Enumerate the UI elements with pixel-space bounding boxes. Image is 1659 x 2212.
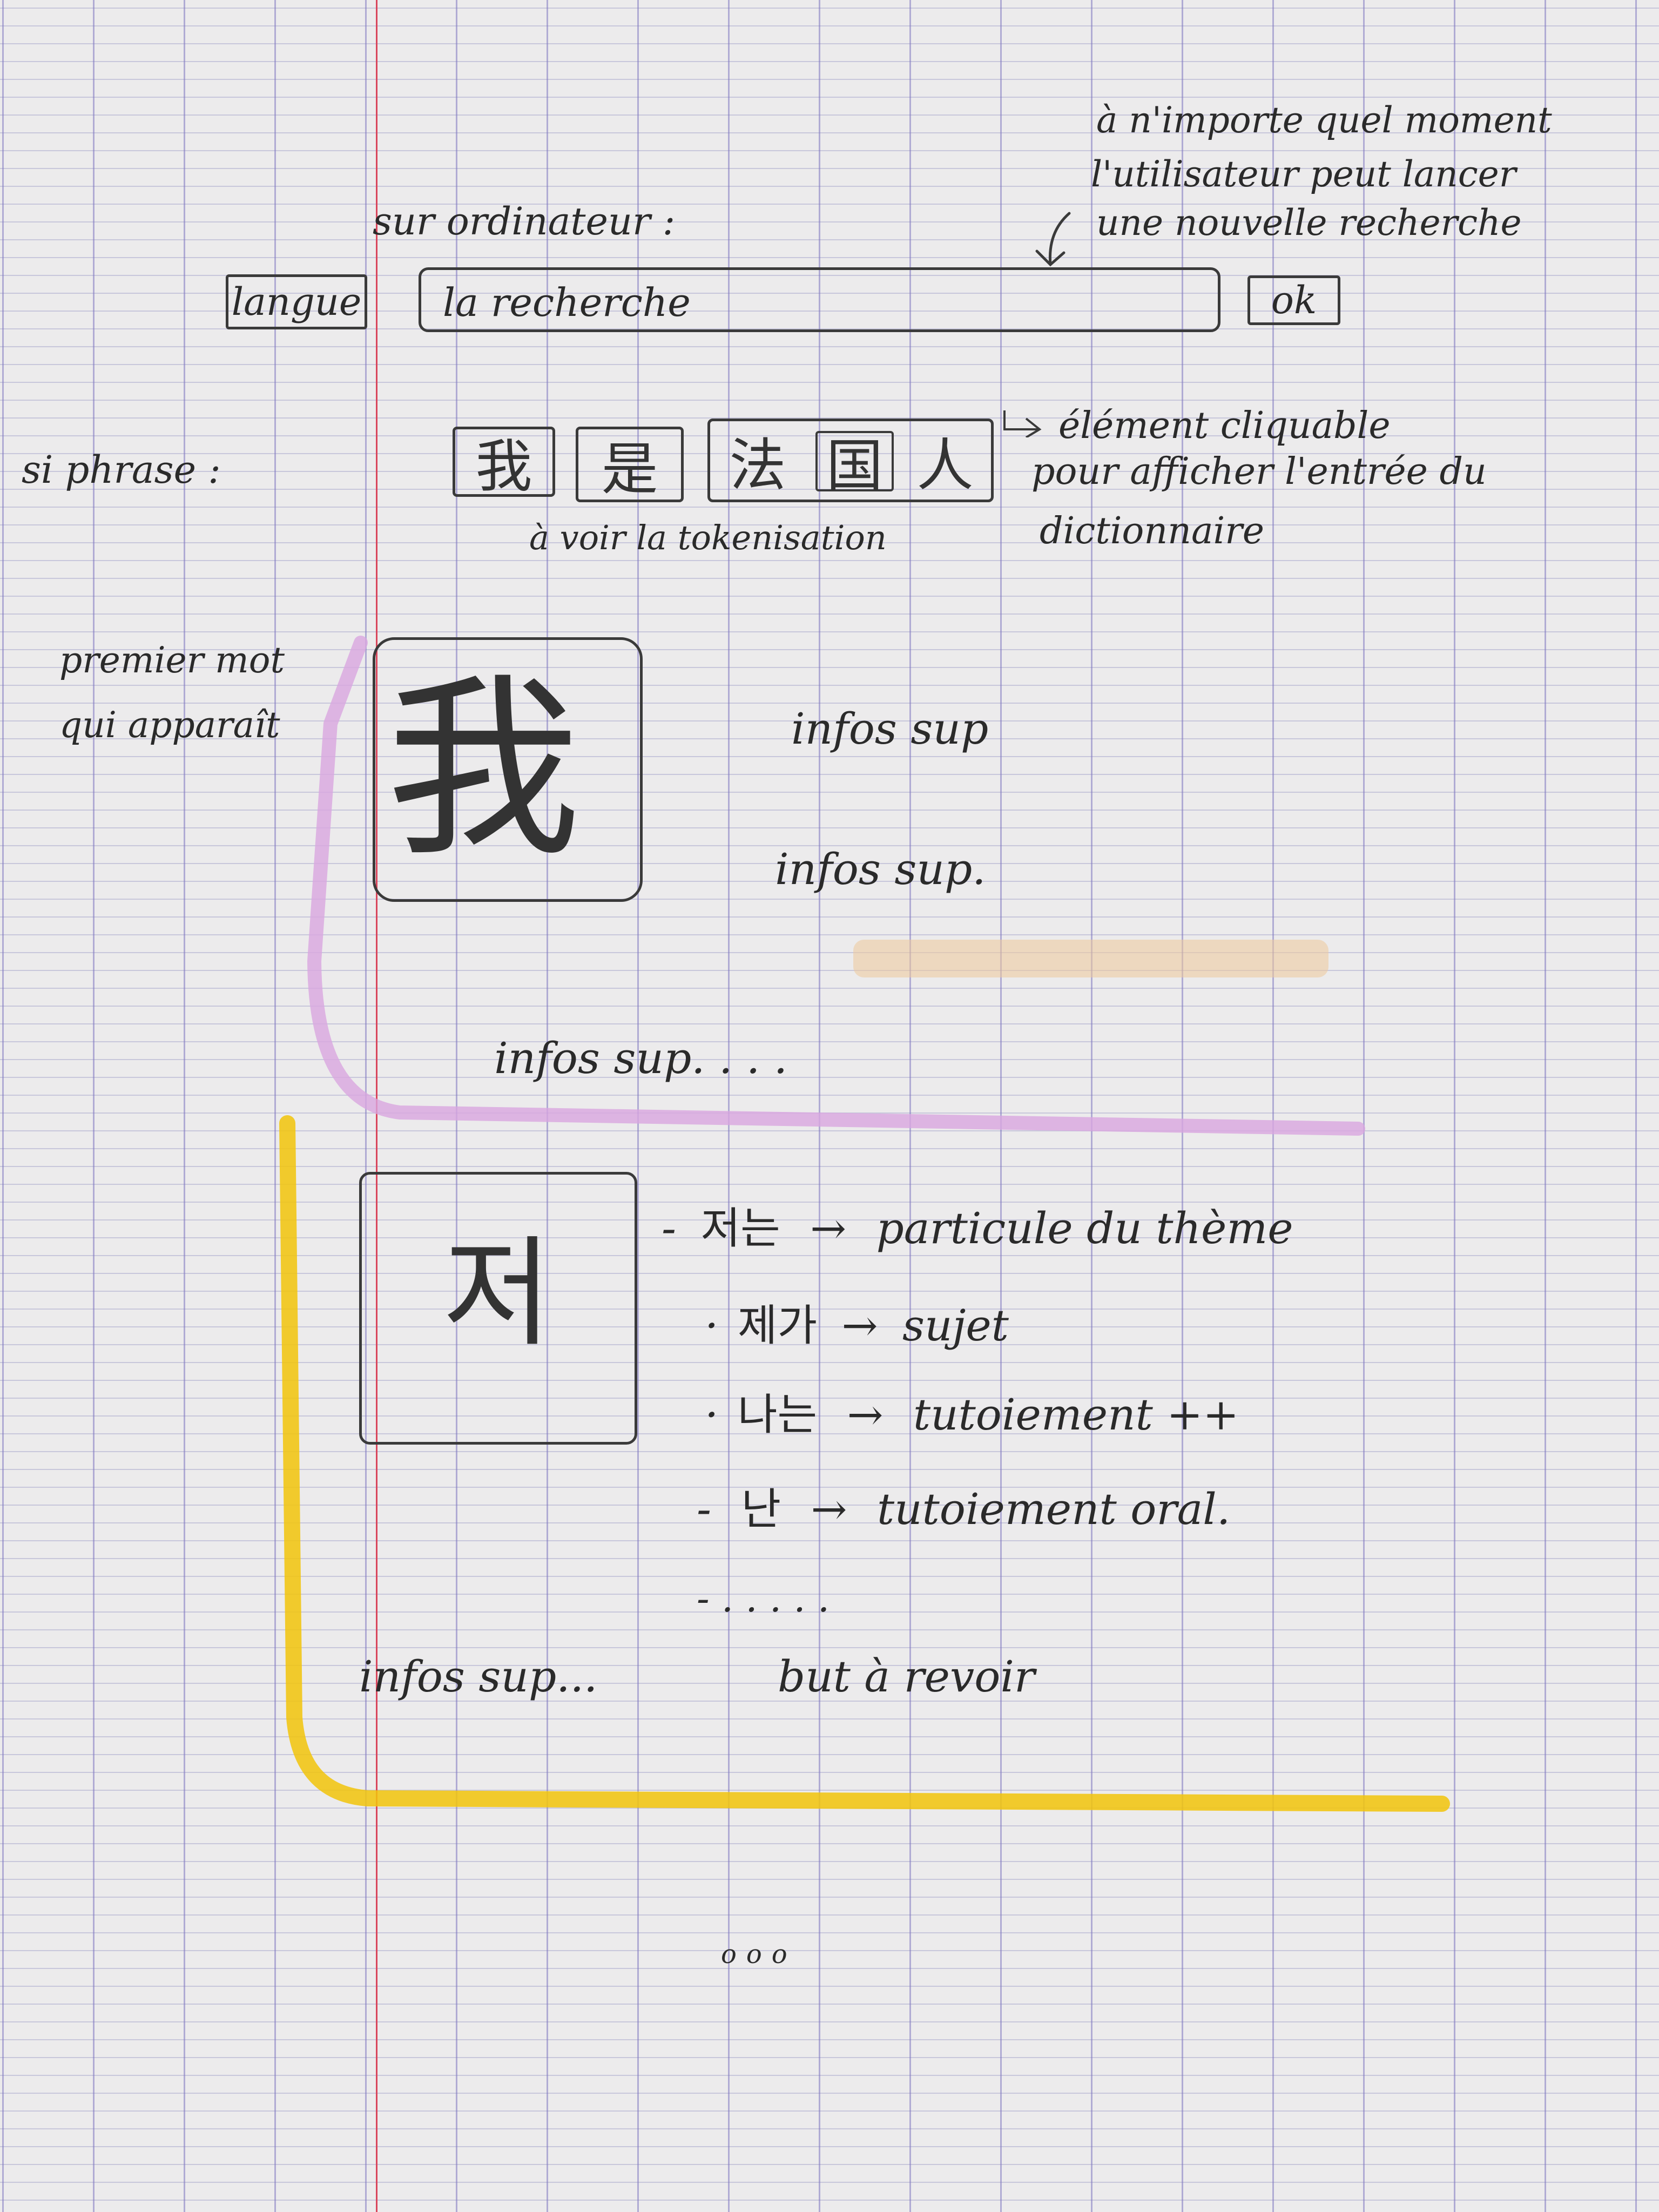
desktop-label: sur ordinateur :	[373, 199, 676, 244]
korean-form-row: · 제가 → sujet	[705, 1304, 1009, 1347]
token-note-arrow	[1003, 410, 1042, 437]
korean-character: 저	[443, 1224, 552, 1363]
korean-form-row: - 난 → tutoiement oral.	[697, 1488, 1230, 1531]
language-button[interactable]: langue	[226, 274, 367, 329]
top-note-line2: l'utilisateur peut lancer	[1091, 153, 1516, 195]
top-note-line3: une nouvelle recherche	[1096, 202, 1522, 244]
korean-form-row: · 나는 → tutoiement ++	[705, 1393, 1239, 1437]
token-1[interactable]: 我	[453, 427, 555, 500]
arrow-icon: →	[841, 1300, 878, 1351]
korean-form-bullet: -	[697, 1484, 712, 1534]
top-note-arrow	[1035, 212, 1071, 267]
sentence-label: si phrase :	[22, 448, 221, 492]
korean-form-word: 제가	[737, 1300, 818, 1351]
token-2[interactable]: 是	[576, 427, 684, 502]
korean-form-meaning: tutoiement ++	[913, 1390, 1239, 1440]
korean-form-word: 나는	[737, 1390, 818, 1440]
tokenization-note: à voir la tokenisation	[529, 518, 887, 557]
korean-character-box[interactable]: 저	[359, 1172, 637, 1445]
korean-form-meaning: particule du thème	[876, 1203, 1293, 1253]
ok-button[interactable]: ok	[1247, 275, 1340, 325]
more-indicator[interactable]: ooo	[721, 1939, 797, 1970]
chinese-info-3: infos sup. . . .	[494, 1033, 788, 1083]
korean-form-meaning: sujet	[902, 1300, 1009, 1351]
chinese-character: 我	[386, 656, 581, 882]
token-3[interactable]: 法	[729, 433, 786, 498]
korean-form-meaning: tutoiement oral.	[876, 1484, 1231, 1534]
first-word-note-line2: qui apparaît	[59, 704, 280, 746]
orange-highlight	[853, 940, 1328, 977]
arrow-icon: →	[847, 1390, 884, 1440]
top-note-line1: à n'importe quel moment	[1096, 99, 1552, 141]
first-word-note-line1: premier mot	[59, 639, 285, 681]
korean-form-bullet: ·	[705, 1390, 719, 1440]
arrow-icon: →	[810, 1203, 847, 1253]
chinese-character-box[interactable]: 我	[373, 637, 643, 902]
korean-form-ellipsis: - . . . . .	[697, 1576, 830, 1621]
token-group-3[interactable]: 法 国 人	[707, 419, 994, 502]
korean-info: infos sup...	[359, 1651, 598, 1702]
korean-form-word: 난	[741, 1484, 781, 1534]
token-5[interactable]: 人	[916, 433, 974, 498]
token-note-line3: dictionnaire	[1040, 510, 1265, 552]
search-input[interactable]: la recherche	[419, 267, 1220, 332]
arrow-icon: →	[811, 1484, 847, 1534]
korean-form-bullet: -	[662, 1203, 677, 1253]
korean-todo-note: but à revoir	[778, 1651, 1035, 1702]
token-4[interactable]: 国	[815, 431, 894, 499]
chinese-info-2: infos sup.	[775, 844, 986, 894]
korean-form-row: - 저는 → particule du thème	[662, 1207, 1293, 1250]
token-note-line2: pour afficher l'entrée du	[1031, 450, 1487, 493]
chinese-info-1: infos sup	[791, 704, 989, 754]
korean-form-bullet: ·	[705, 1300, 719, 1351]
korean-form-word: 저는	[700, 1203, 780, 1253]
search-input-text: la recherche	[443, 280, 691, 325]
token-note-line1: élément cliquable	[1058, 404, 1391, 447]
